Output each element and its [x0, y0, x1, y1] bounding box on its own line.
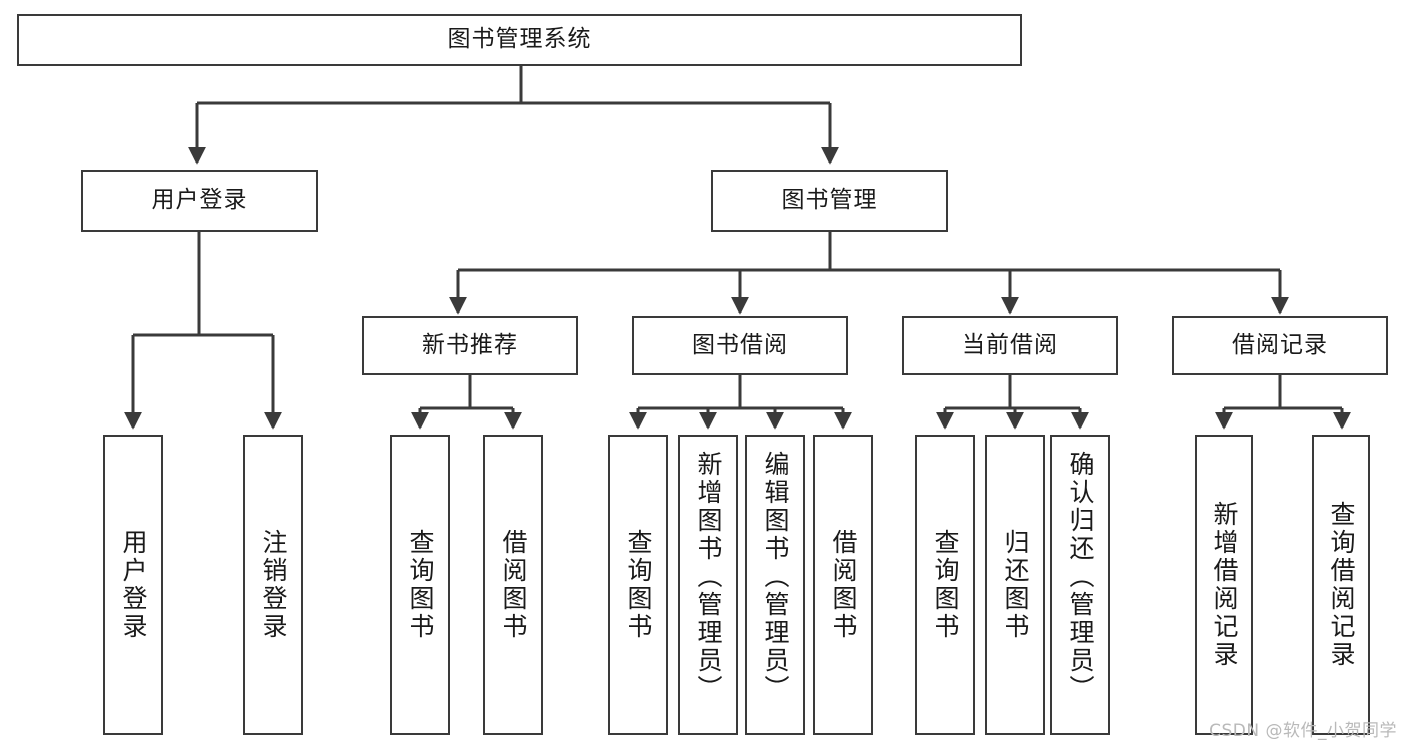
node-leaf-query-book-2-label: 查询图书: [624, 529, 653, 641]
node-leaf-query-book-3-label: 查询图书: [931, 529, 960, 641]
node-leaf-query-book-1-label: 查询图书: [406, 529, 435, 641]
node-leaf-borrow-book-2-label: 借阅图书: [829, 529, 858, 641]
node-new-book-rec-label: 新书推荐: [422, 331, 518, 358]
node-leaf-borrow-book-2[interactable]: 借阅图书: [813, 435, 873, 735]
node-leaf-query-record[interactable]: 查询借阅记录: [1312, 435, 1370, 735]
node-leaf-user-logout-label: 注销登录: [259, 529, 288, 641]
node-leaf-query-book-1[interactable]: 查询图书: [390, 435, 450, 735]
node-leaf-user-logout[interactable]: 注销登录: [243, 435, 303, 735]
node-book-borrow[interactable]: 图书借阅: [632, 316, 848, 375]
node-leaf-return-book-label: 归还图书: [1001, 529, 1030, 641]
node-leaf-user-login[interactable]: 用户登录: [103, 435, 163, 735]
node-leaf-query-book-2[interactable]: 查询图书: [608, 435, 668, 735]
node-book-borrow-label: 图书借阅: [692, 331, 788, 358]
node-root-label: 图书管理系统: [447, 26, 592, 53]
node-leaf-confirm-return[interactable]: 确认归还（管理员）: [1050, 435, 1110, 735]
node-leaf-query-book-3[interactable]: 查询图书: [915, 435, 975, 735]
node-current-borrow[interactable]: 当前借阅: [902, 316, 1118, 375]
node-book-manage-label: 图书管理: [781, 187, 878, 214]
node-leaf-add-book[interactable]: 新增图书（管理员）: [678, 435, 738, 735]
node-leaf-borrow-book-1-label: 借阅图书: [499, 529, 528, 641]
node-root[interactable]: 图书管理系统: [17, 14, 1022, 66]
node-leaf-add-record[interactable]: 新增借阅记录: [1195, 435, 1253, 735]
node-leaf-edit-book-label: 编辑图书（管理员）: [761, 451, 790, 703]
node-new-book-rec[interactable]: 新书推荐: [362, 316, 578, 375]
node-current-borrow-label: 当前借阅: [962, 331, 1058, 358]
node-book-manage[interactable]: 图书管理: [711, 170, 948, 232]
node-user-login-label: 用户登录: [151, 187, 248, 214]
node-leaf-return-book[interactable]: 归还图书: [985, 435, 1045, 735]
node-leaf-user-login-label: 用户登录: [119, 529, 148, 641]
node-leaf-add-book-label: 新增图书（管理员）: [694, 451, 723, 703]
node-borrow-record-label: 借阅记录: [1232, 331, 1328, 358]
node-leaf-confirm-return-label: 确认归还（管理员）: [1066, 451, 1095, 703]
node-user-login[interactable]: 用户登录: [81, 170, 318, 232]
node-leaf-edit-book[interactable]: 编辑图书（管理员）: [745, 435, 805, 735]
node-borrow-record[interactable]: 借阅记录: [1172, 316, 1388, 375]
node-leaf-query-record-label: 查询借阅记录: [1327, 501, 1356, 669]
node-leaf-add-record-label: 新增借阅记录: [1210, 501, 1239, 669]
node-leaf-borrow-book-1[interactable]: 借阅图书: [483, 435, 543, 735]
